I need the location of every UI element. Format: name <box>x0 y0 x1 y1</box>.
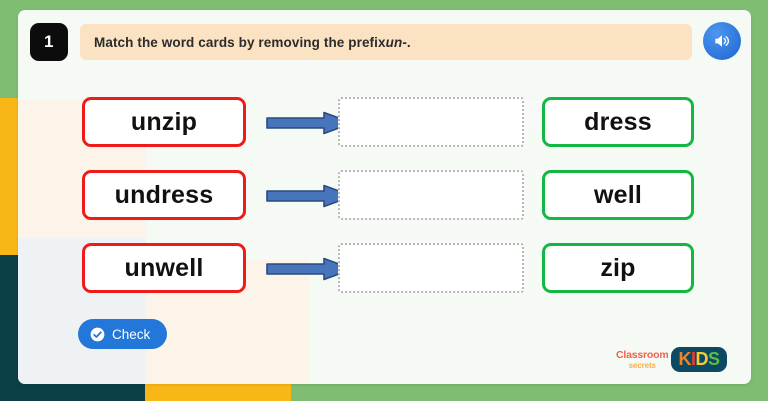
word-card-prefixed[interactable]: undress <box>82 170 246 220</box>
instruction-text-before: Match the word cards by removing the pre… <box>94 34 386 50</box>
brand-logos: Classroom secrets K I D S <box>616 342 746 376</box>
word-card-answer[interactable]: well <box>542 170 694 220</box>
matching-row: unzip dress <box>18 88 751 160</box>
kids-logo-letter-k: K <box>678 348 691 369</box>
audio-play-button[interactable] <box>703 22 741 60</box>
drop-zone[interactable] <box>338 243 524 293</box>
word-card-answer[interactable]: zip <box>542 243 694 293</box>
header-bar: 1 Match the word cards by removing the p… <box>18 10 751 80</box>
instruction-banner: Match the word cards by removing the pre… <box>80 24 692 60</box>
check-circle-icon <box>90 327 105 342</box>
kids-logo-letter-d: D <box>695 348 709 369</box>
activity-card: 1 Match the word cards by removing the p… <box>18 10 751 384</box>
instruction-prefix-emphasis: un <box>385 34 403 50</box>
kids-logo-letter-i: I <box>690 348 696 369</box>
word-card-prefixed[interactable]: unzip <box>82 97 246 147</box>
word-card-answer[interactable]: dress <box>542 97 694 147</box>
classroom-secrets-logo-line2: secrets <box>628 360 656 370</box>
word-card-prefixed[interactable]: unwell <box>82 243 246 293</box>
question-number-badge: 1 <box>30 23 68 61</box>
speaker-volume-icon <box>715 35 730 47</box>
decorative-band-bottom-teal <box>0 384 145 401</box>
classroom-secrets-logo-line1: Classroom <box>616 349 669 362</box>
decorative-band-bottom-yellow <box>145 384 291 401</box>
matching-rows: unzip dress undress well unwell <box>18 88 751 307</box>
classroom-secrets-logo: Classroom secrets <box>616 348 669 370</box>
kids-logo: K I D S <box>671 346 727 372</box>
instruction-text-after: -. <box>402 34 411 50</box>
drop-zone[interactable] <box>338 170 524 220</box>
kids-logo-letter-s: S <box>708 348 720 369</box>
check-button[interactable]: Check <box>78 319 168 349</box>
drop-zone[interactable] <box>338 97 524 147</box>
check-button-label: Check <box>112 326 151 342</box>
matching-row: unwell zip <box>18 234 751 306</box>
matching-row: undress well <box>18 161 751 233</box>
